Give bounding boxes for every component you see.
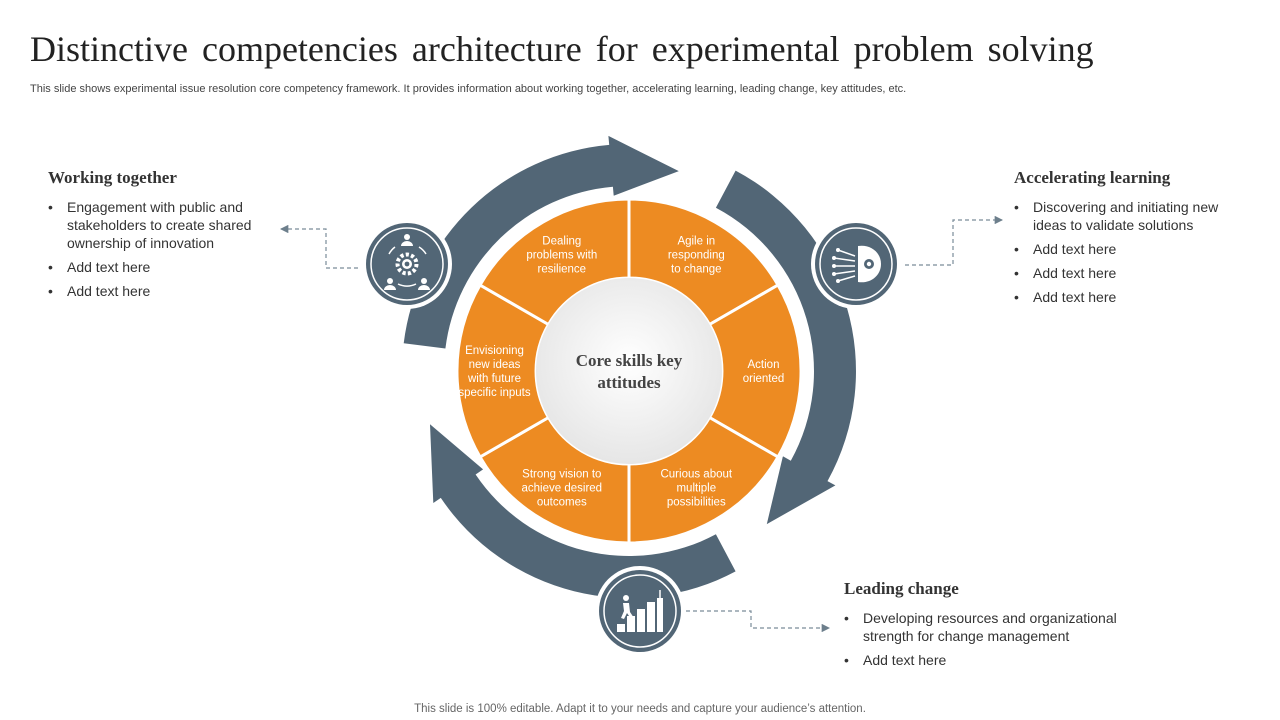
- accelerating-learning-heading: Accelerating learning: [1014, 168, 1171, 187]
- core-circle: [536, 278, 722, 464]
- accelerating-learning-item: Add text here: [1014, 288, 1254, 306]
- cycle-arrow: [403, 135, 679, 349]
- accelerating-learning-item: Add text here: [1014, 264, 1254, 282]
- page-title: Distinctive competencies architecture fo…: [30, 29, 1094, 69]
- working-together-item: Add text here: [48, 282, 288, 300]
- segment-label-line: to change: [671, 264, 722, 276]
- segment-label-line: specific inputs: [458, 387, 530, 399]
- working-together-heading: Working together: [48, 168, 177, 187]
- leading-change-connector: [686, 610, 831, 633]
- segment-label-line: responding: [668, 250, 725, 262]
- page-subtitle: This slide shows experimental issue reso…: [30, 83, 907, 95]
- accelerating-learning-badge: [811, 219, 901, 309]
- segment-label-line: Envisioning: [465, 345, 524, 357]
- working-together-block: Working together Engagement with public …: [48, 168, 288, 306]
- working-together-item: Add text here: [48, 258, 288, 276]
- segment-label-line: with future: [467, 373, 521, 385]
- segment-label-line: resilience: [538, 264, 587, 276]
- core-title-line1: Core skills key: [576, 351, 683, 370]
- segment-label-line: multiple: [676, 483, 716, 495]
- cycle-arrow: [430, 424, 736, 598]
- accelerating-learning-item: Add text here: [1014, 240, 1254, 258]
- working-together-connector: [279, 224, 358, 269]
- teamwork-gear-icon: [384, 234, 430, 290]
- leading-change-block: Leading change Developing resources and …: [844, 579, 1144, 675]
- segment-label-line: outcomes: [537, 497, 587, 509]
- working-together-item: Engagement with public and stakeholders …: [48, 198, 288, 252]
- segment-label-line: achieve desired: [522, 483, 603, 495]
- climbing-stairs-icon: [617, 590, 663, 632]
- leading-change-item: Add text here: [844, 651, 1144, 669]
- leading-change-heading: Leading change: [844, 579, 959, 598]
- segment-label-line: problems with: [526, 250, 597, 262]
- segment-label-line: Agile in: [677, 236, 715, 248]
- working-together-badge: [362, 219, 452, 309]
- accelerating-learning-block: Accelerating learning Discovering and in…: [1014, 168, 1254, 312]
- core-title-line2: attitudes: [597, 373, 661, 392]
- brain-gear-icon: [832, 245, 881, 283]
- segment-label-line: possibilities: [667, 497, 726, 509]
- leading-change-item: Developing resources and organizational …: [844, 609, 1144, 645]
- segment-label-line: Action: [748, 359, 780, 371]
- accelerating-learning-item: Discovering and initiating new ideas to …: [1014, 198, 1254, 234]
- leading-change-badge: [595, 566, 685, 656]
- segment-label-line: Curious about: [660, 469, 732, 481]
- segment-label-line: Strong vision to: [522, 469, 601, 481]
- footer-note: This slide is 100% editable. Adapt it to…: [414, 703, 866, 715]
- segment-label-line: oriented: [743, 373, 785, 385]
- segment-label-line: new ideas: [469, 359, 521, 371]
- accelerating-learning-connector: [905, 215, 1004, 266]
- segment-label-line: Dealing: [542, 236, 581, 248]
